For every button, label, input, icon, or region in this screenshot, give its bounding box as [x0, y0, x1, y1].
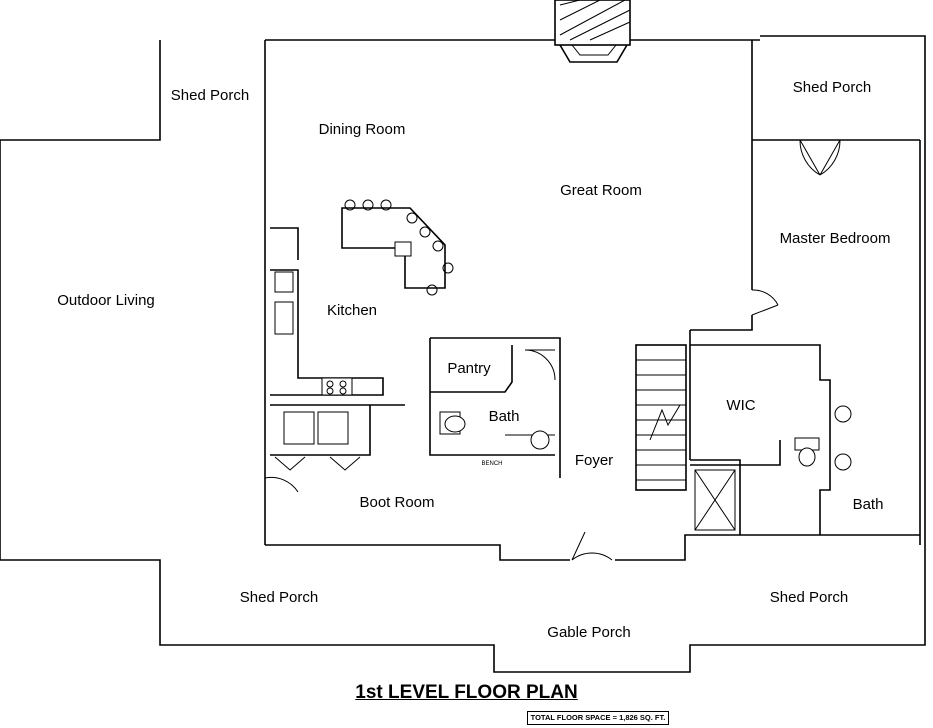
front-door — [571, 531, 613, 561]
room-label-great-room: Great Room — [560, 182, 642, 199]
closet-doors — [799, 139, 841, 176]
room-label-outdoor-living: Outdoor Living — [57, 292, 155, 309]
room-label-foyer: Foyer — [575, 452, 613, 469]
plan-title: 1st LEVEL FLOOR PLAN — [355, 682, 578, 703]
interior-wall-right-wing — [689, 40, 920, 535]
shower — [694, 469, 736, 531]
room-label-kitchen: Kitchen — [327, 302, 377, 319]
room-label-bath-center: Bath — [489, 408, 520, 425]
exterior-wall-bottom-right — [615, 534, 920, 561]
room-label-boot-room: Boot Room — [359, 494, 434, 511]
room-label-wic: WIC — [726, 397, 755, 414]
room-label-shed-porch-bottom-right: Shed Porch — [770, 589, 848, 606]
room-label-pantry: Pantry — [447, 360, 491, 377]
fireplace-chimney — [554, 0, 631, 63]
room-label-shed-porch-top-left: Shed Porch — [171, 87, 249, 104]
bench-label: BENCH — [481, 461, 502, 467]
staircase — [635, 344, 687, 491]
room-label-shed-porch-top-right: Shed Porch — [793, 79, 871, 96]
room-label-gable-porch: Gable Porch — [547, 624, 630, 641]
room-label-dining-room: Dining Room — [319, 121, 406, 138]
plan-subtitle: TOTAL FLOOR SPACE = 1,826 SQ. FT. — [527, 711, 669, 725]
exterior-wall-bottom-left — [265, 544, 570, 561]
pantry-bath-walls — [429, 337, 561, 478]
master-bath-fixtures — [794, 405, 852, 471]
boot-room-walls — [270, 404, 405, 456]
room-label-shed-porch-bottom-left: Shed Porch — [240, 589, 318, 606]
room-label-bath-right: Bath — [853, 496, 884, 513]
porch-outline — [0, 35, 926, 673]
kitchen-island — [341, 207, 446, 289]
master-door — [751, 289, 779, 316]
room-label-master-bedroom: Master Bedroom — [780, 230, 891, 247]
